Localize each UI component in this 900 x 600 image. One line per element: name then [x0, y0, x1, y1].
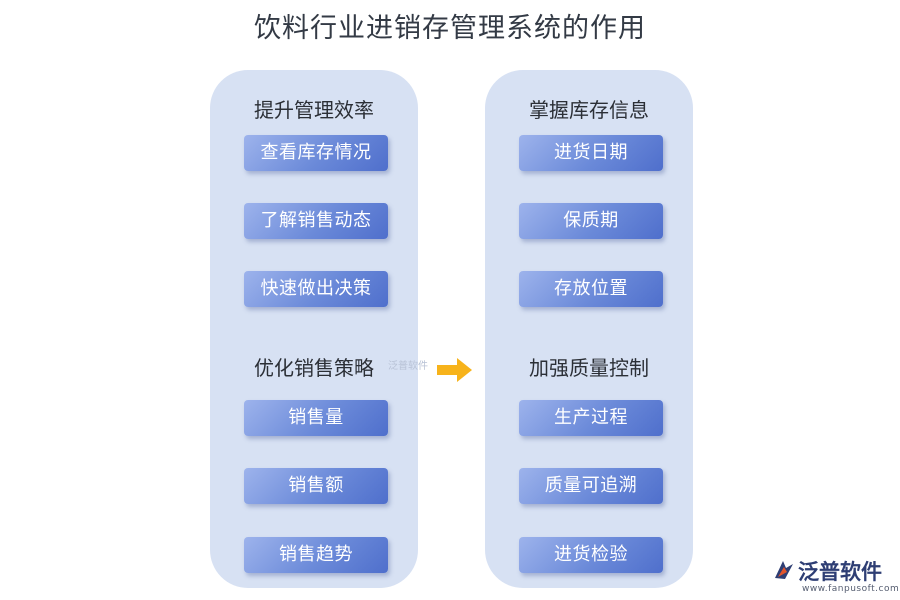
item-purchase-date: 进货日期	[519, 135, 663, 171]
item-shelf-life: 保质期	[519, 203, 663, 239]
right-panel: 掌握库存信息 进货日期 保质期 存放位置 加强质量控制 生产过程 质量可追溯 进…	[485, 70, 693, 588]
item-quality-traceability: 质量可追溯	[519, 468, 663, 504]
right-arrow-icon	[437, 358, 472, 382]
section-heading-quality-control: 加强质量控制	[529, 356, 649, 380]
item-sales-trend: 销售趋势	[244, 537, 388, 573]
left-panel: 提升管理效率 查看库存情况 了解销售动态 快速做出决策 优化销售策略 销售量 销…	[210, 70, 418, 588]
page-title: 饮料行业进销存管理系统的作用	[254, 13, 646, 44]
logo-name: 泛普软件	[798, 560, 882, 584]
item-production-process: 生产过程	[519, 400, 663, 436]
item-fast-decision: 快速做出决策	[244, 271, 388, 307]
watermark-text: 泛普软件	[388, 361, 428, 372]
item-sales-volume: 销售量	[244, 400, 388, 436]
logo-url: www.fanpusoft.com	[802, 584, 900, 594]
section-heading-efficiency: 提升管理效率	[254, 98, 374, 122]
item-check-inventory: 查看库存情况	[244, 135, 388, 171]
item-sales-dynamics: 了解销售动态	[244, 203, 388, 239]
section-heading-sales-strategy: 优化销售策略	[254, 356, 374, 380]
section-heading-inventory-info: 掌握库存信息	[529, 98, 649, 122]
item-incoming-inspection: 进货检验	[519, 537, 663, 573]
brand-logo: 泛普软件 www.fanpusoft.com	[772, 556, 899, 596]
item-storage-location: 存放位置	[519, 271, 663, 307]
item-sales-amount: 销售额	[244, 468, 388, 504]
fanpu-logo-icon	[775, 561, 793, 579]
